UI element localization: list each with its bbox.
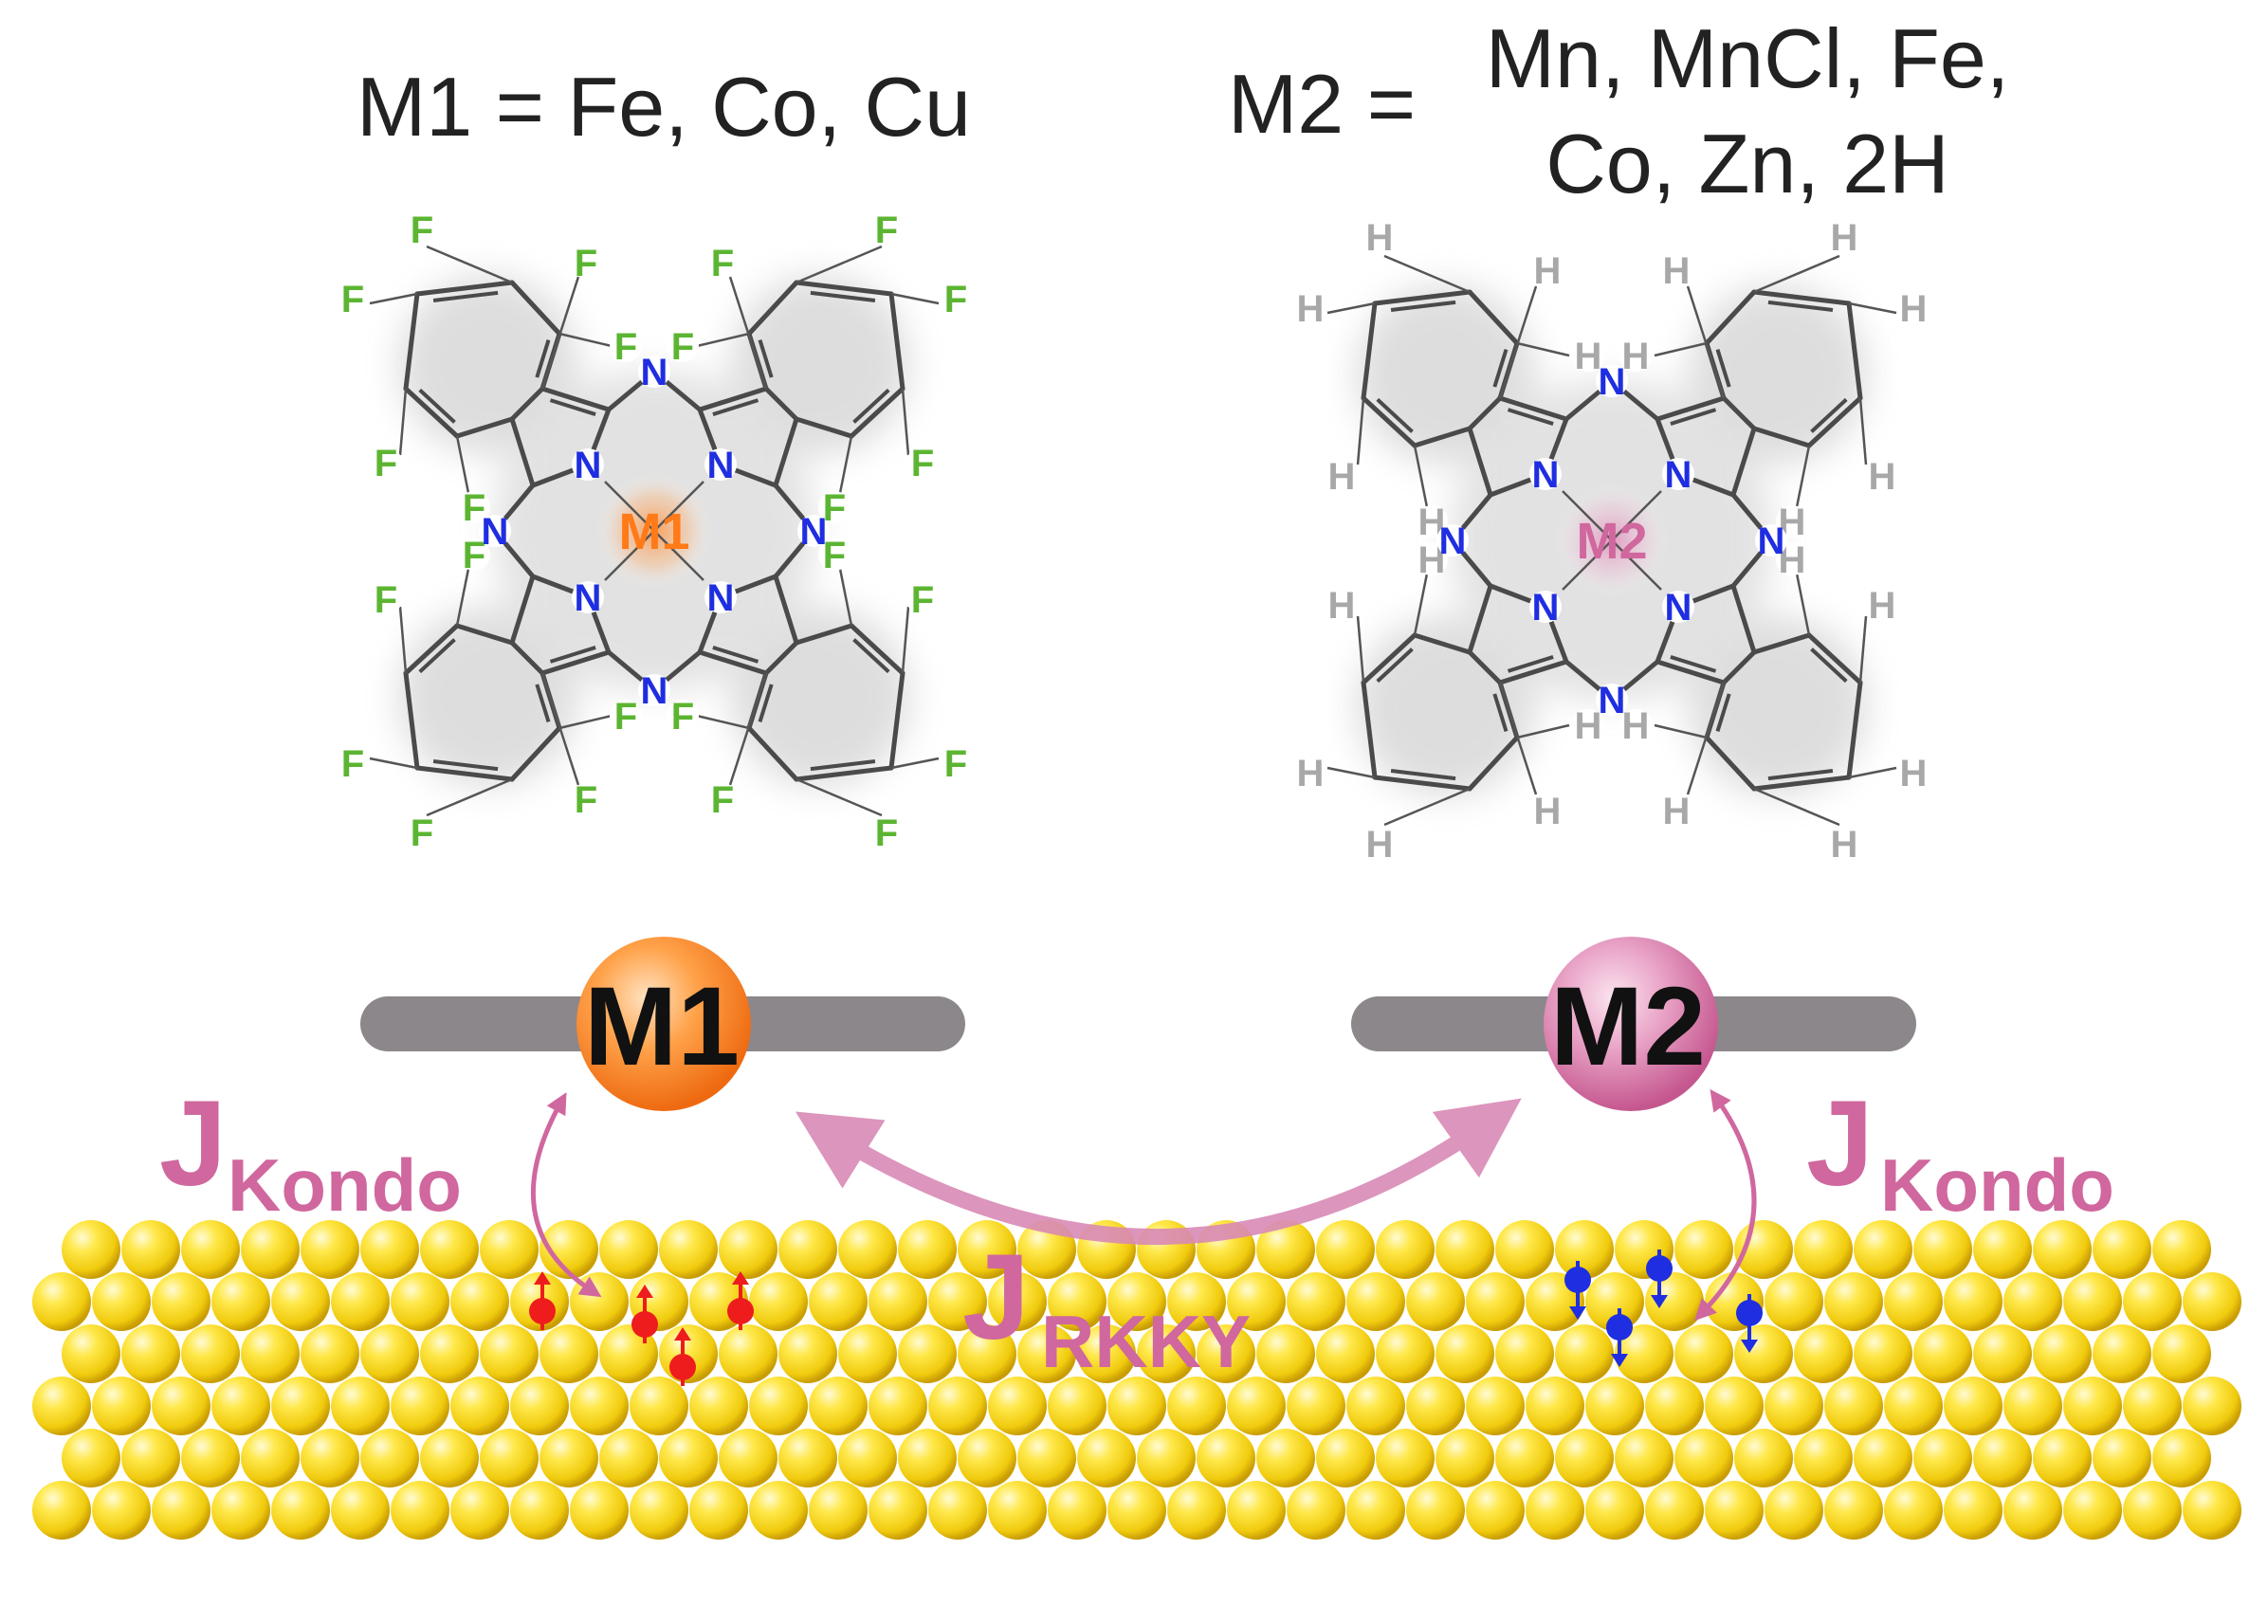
gold-substrate-atoms [32, 1220, 2241, 1540]
svg-text:H: H [1663, 250, 1691, 292]
svg-text:F: F [614, 326, 637, 368]
substrate-electron-spins [529, 1250, 1763, 1386]
j-symbol-left: J [159, 1076, 227, 1212]
svg-text:F: F [823, 535, 846, 576]
svg-text:F: F [875, 210, 898, 251]
svg-text:N: N [1665, 587, 1692, 629]
j-symbol-rkky: J [962, 1230, 1030, 1365]
svg-text:H: H [1534, 791, 1562, 832]
svg-text:N: N [707, 577, 735, 619]
svg-text:F: F [944, 743, 967, 785]
kondo-label-left: J Kondo [159, 1076, 462, 1227]
svg-text:N: N [1758, 520, 1785, 562]
svg-text:F: F [944, 279, 967, 320]
svg-text:N: N [1439, 520, 1467, 562]
metal-ion-m2 [1544, 937, 1718, 1111]
svg-text:F: F [375, 579, 397, 621]
svg-text:H: H [1297, 753, 1325, 794]
svg-text:F: F [341, 279, 364, 320]
svg-text:N: N [1665, 454, 1692, 496]
m1-formula-heading: M1 = Fe, Co, Cu [357, 60, 971, 154]
metal-ion-m1 [576, 937, 751, 1111]
svg-text:N: N [1599, 680, 1626, 721]
kondo-subscript-left: Kondo [228, 1143, 462, 1227]
svg-text:H: H [1575, 336, 1602, 377]
svg-text:F: F [341, 743, 364, 785]
svg-text:F: F [375, 443, 397, 484]
kondo-arrow-right [1694, 1088, 1757, 1322]
svg-text:H: H [1900, 753, 1928, 794]
svg-text:H: H [1831, 824, 1858, 866]
j-symbol-right: J [1806, 1076, 1874, 1212]
svg-text:F: F [711, 779, 734, 821]
svg-text:N: N [575, 445, 602, 486]
svg-text:N: N [482, 511, 509, 553]
svg-text:H: H [1831, 217, 1858, 259]
svg-text:H: H [1328, 585, 1356, 627]
svg-text:F: F [711, 243, 734, 284]
svg-text:F: F [671, 696, 694, 738]
adsorbed-molecule-m1: M1 [360, 937, 965, 1111]
metal-label-m1: M1 [584, 964, 740, 1089]
svg-text:N: N [1599, 361, 1626, 403]
center-metal-label-m1: M1 [618, 503, 689, 560]
svg-text:N: N [1532, 587, 1560, 629]
svg-text:N: N [641, 670, 668, 712]
svg-text:F: F [575, 779, 597, 821]
center-metal-label-m2: M2 [1576, 513, 1647, 570]
svg-text:F: F [411, 812, 433, 854]
rkky-arrow [795, 1098, 1522, 1246]
svg-text:F: F [875, 812, 898, 854]
svg-text:F: F [614, 696, 637, 738]
m2-formula-prefix: M2 = [1228, 57, 1416, 151]
svg-text:F: F [671, 326, 694, 368]
kondo-label-right: J Kondo [1806, 1076, 2114, 1227]
svg-text:H: H [1900, 288, 1928, 330]
kondo-subscript-right: Kondo [1880, 1143, 2114, 1227]
svg-text:F: F [911, 443, 934, 484]
svg-text:N: N [575, 577, 602, 619]
svg-text:H: H [1663, 791, 1691, 832]
svg-text:H: H [1534, 250, 1562, 292]
svg-text:H: H [1297, 288, 1325, 330]
svg-text:F: F [911, 579, 934, 621]
svg-text:F: F [411, 210, 433, 251]
rkky-label: J RKKY [962, 1230, 1251, 1383]
svg-text:F: F [575, 243, 597, 284]
svg-text:N: N [641, 352, 668, 393]
svg-text:H: H [1328, 456, 1356, 498]
svg-text:N: N [1532, 454, 1560, 496]
m2-formula-line1: Mn, MnCl, Fe, [1486, 11, 2010, 105]
svg-text:H: H [1622, 336, 1650, 377]
svg-text:H: H [1575, 705, 1602, 747]
svg-text:N: N [707, 445, 735, 486]
svg-text:N: N [800, 511, 828, 553]
svg-text:H: H [1622, 705, 1650, 747]
svg-text:H: H [1366, 824, 1394, 866]
adsorbed-molecule-m2: M2 [1351, 937, 1916, 1111]
svg-text:H: H [1869, 585, 1896, 627]
svg-text:H: H [1869, 456, 1896, 498]
svg-text:F: F [463, 535, 485, 576]
metal-label-m2: M2 [1550, 964, 1706, 1089]
rkky-subscript: RKKY [1041, 1300, 1251, 1383]
svg-text:H: H [1366, 217, 1394, 259]
kondo-arrow-left [530, 1092, 602, 1298]
m2-formula-line2: Co, Zn, 2H [1546, 117, 1948, 210]
